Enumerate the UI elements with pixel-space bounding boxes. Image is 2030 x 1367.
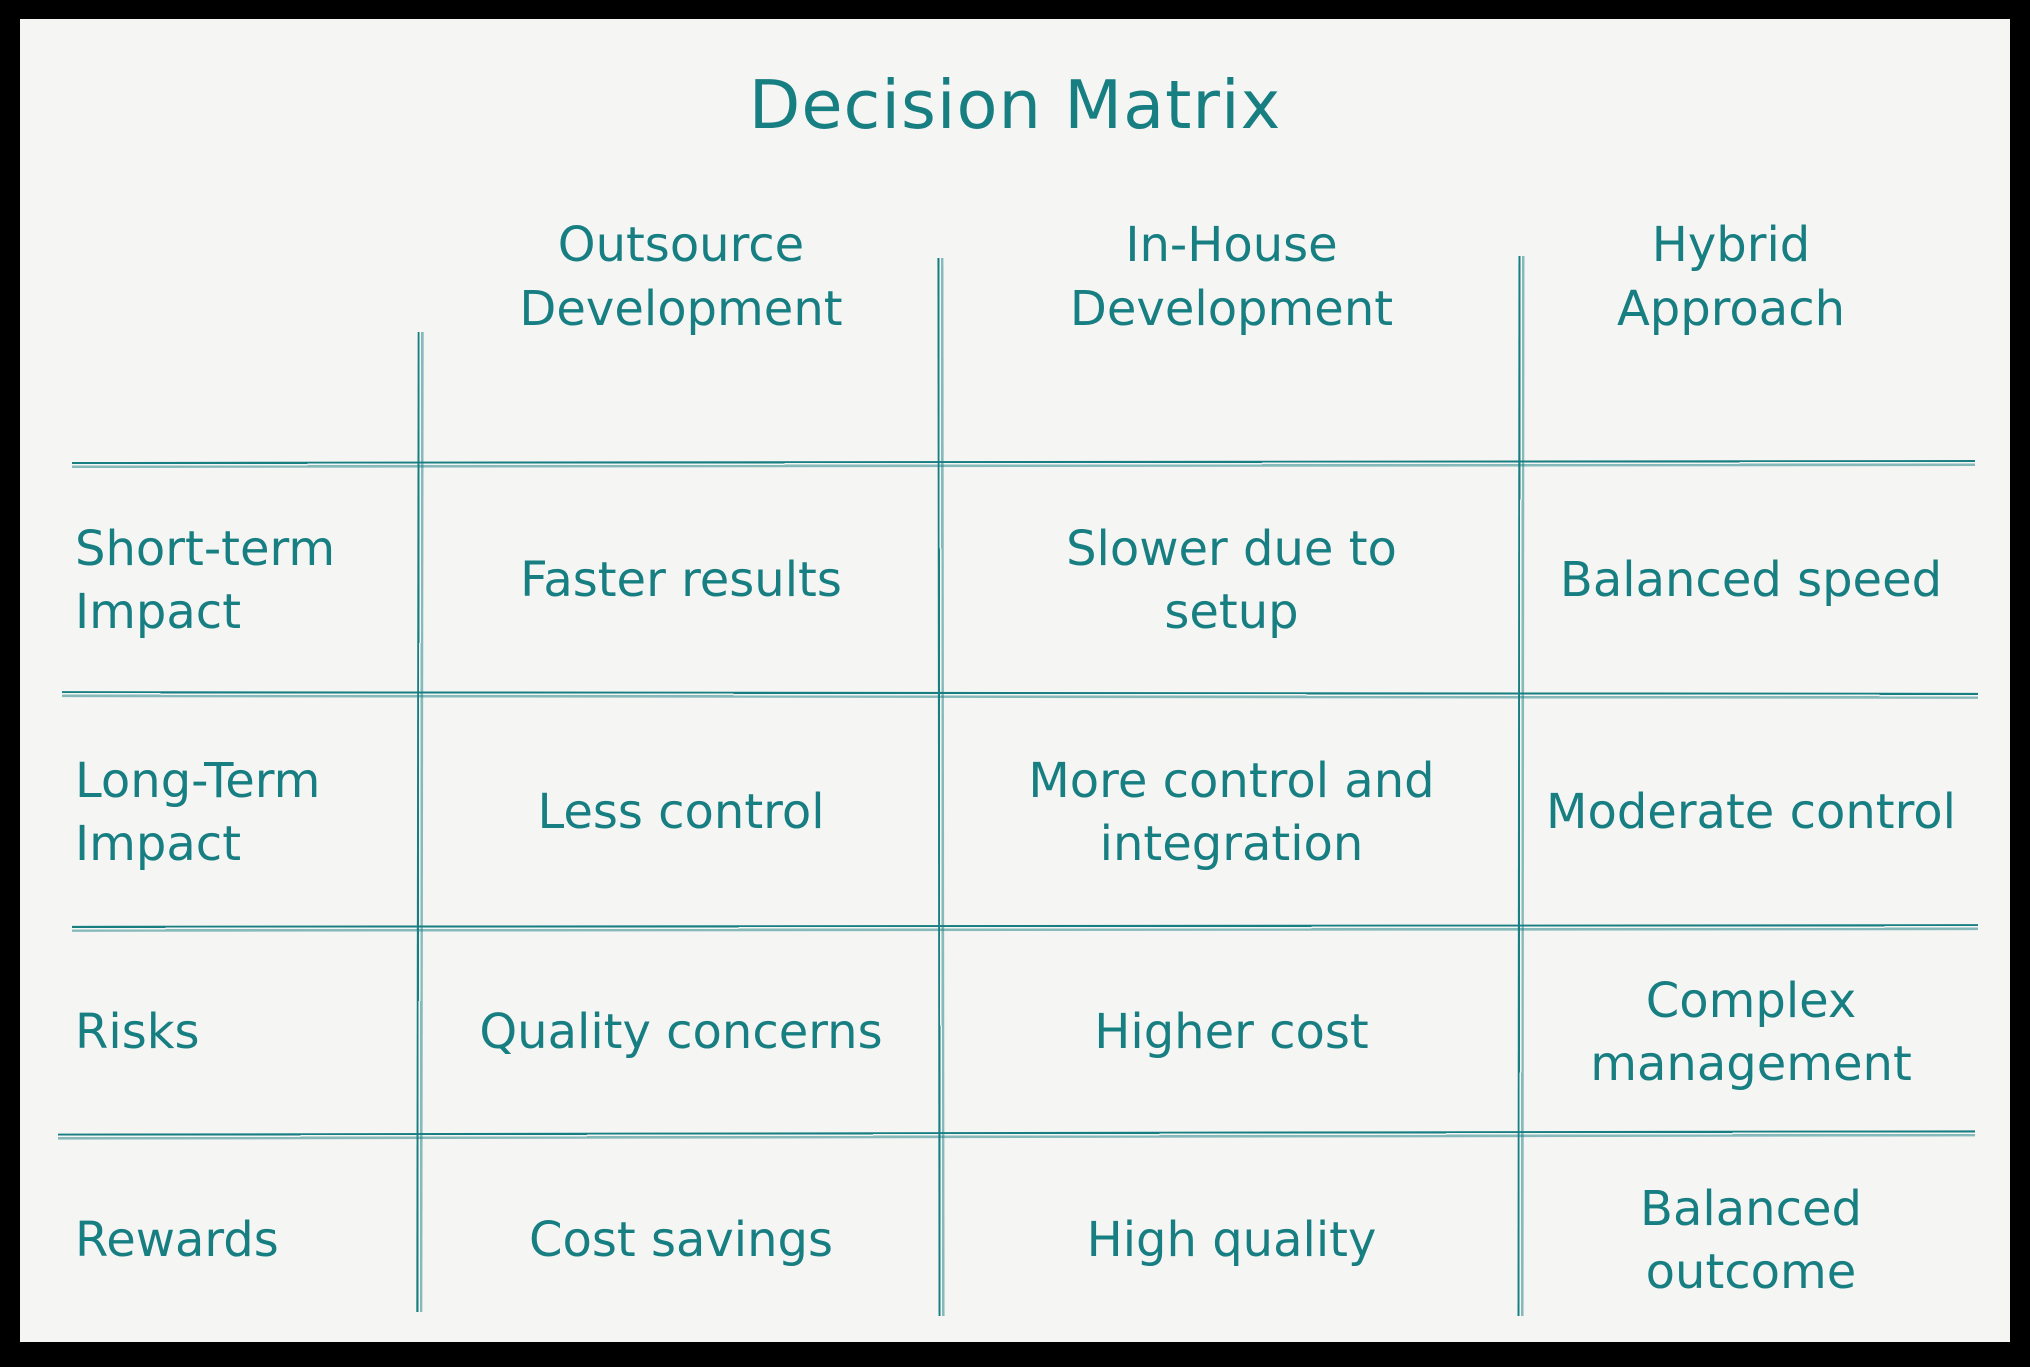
cell-long-term-in-house: More control and integration — [1028, 752, 1435, 872]
cell-long-term-hybrid: Moderate control — [1546, 784, 1956, 841]
cell-short-term-outsource: Faster results — [520, 552, 842, 609]
cell-rewards-in-house: High quality — [1086, 1212, 1377, 1269]
row-label-risks: Risks — [75, 1004, 200, 1061]
cell-rewards-outsource: Cost savings — [528, 1212, 834, 1269]
row-label-short-term-impact: Short-term Impact — [75, 520, 336, 640]
cell-short-term-in-house: Slower due to setup — [1066, 520, 1397, 640]
column-header-in-house: In-House Development — [1069, 217, 1394, 337]
drawing-canvas — [20, 19, 2010, 1342]
row-label-rewards: Rewards — [75, 1212, 279, 1269]
cell-rewards-hybrid: Balanced outcome — [1640, 1180, 1862, 1300]
cell-risks-in-house: Higher cost — [1094, 1004, 1369, 1061]
column-header-outsource: Outsource Development — [519, 217, 843, 337]
row-label-long-term-impact: Long-Term Impact — [75, 752, 321, 872]
column-header-hybrid: Hybrid Approach — [1616, 217, 1846, 337]
cell-short-term-hybrid: Balanced speed — [1559, 552, 1943, 609]
cell-risks-outsource: Quality concerns — [479, 1004, 883, 1061]
cell-risks-hybrid: Complex management — [1590, 972, 1912, 1092]
diagram-title: Decision Matrix — [748, 66, 1282, 144]
cell-long-term-outsource: Less control — [537, 784, 825, 841]
